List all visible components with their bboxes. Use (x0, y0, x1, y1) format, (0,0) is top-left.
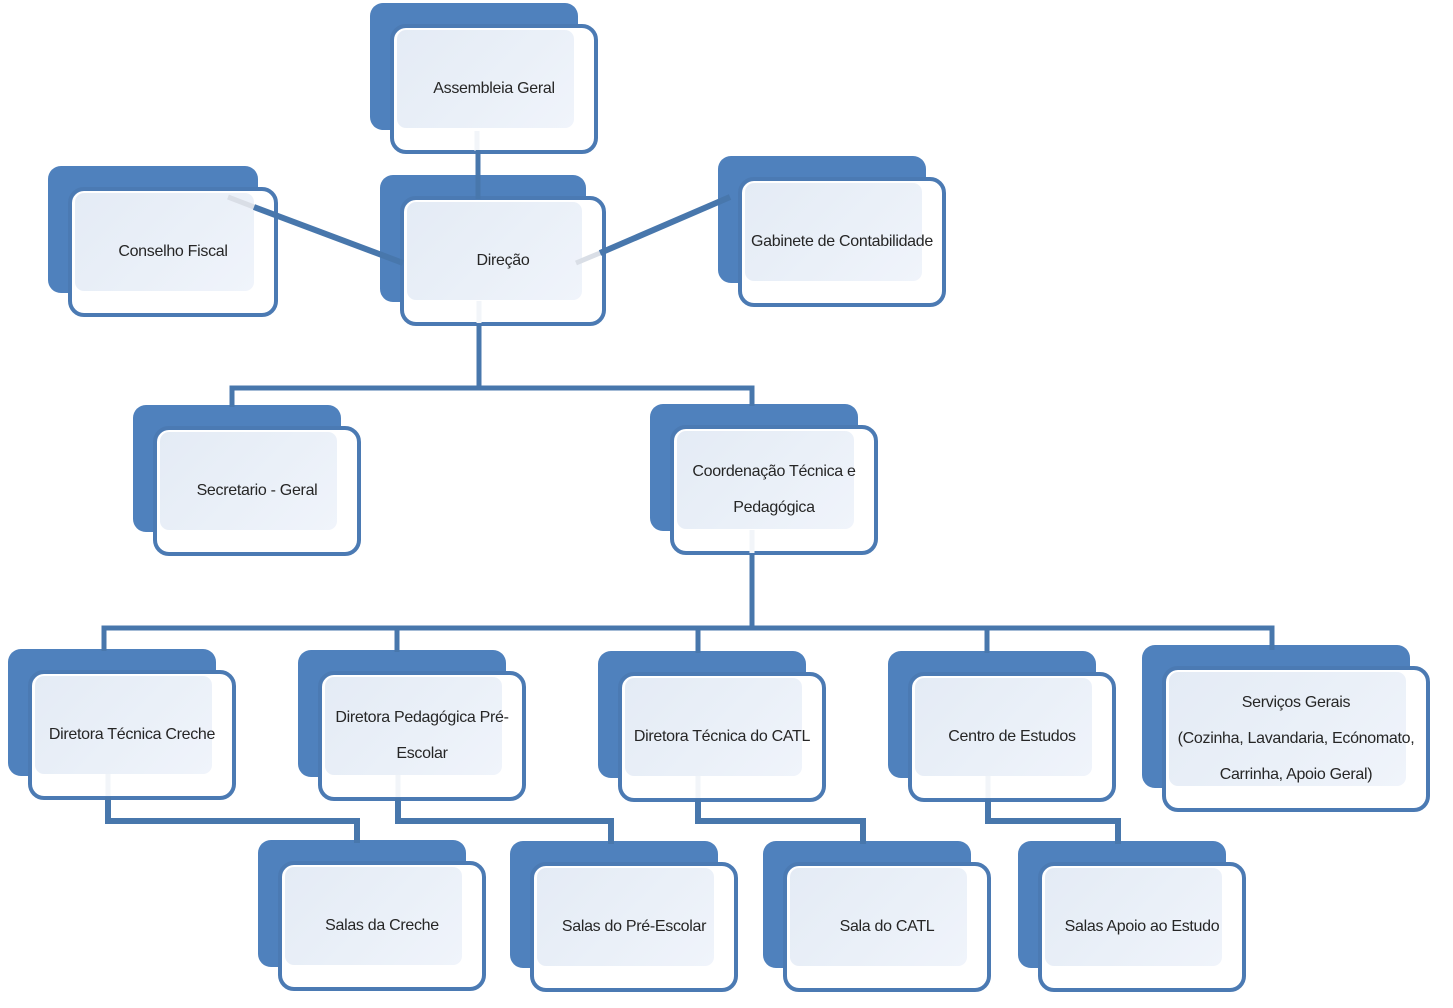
node-box: Sala do CATL (783, 862, 991, 992)
node-label-line: Salas da Creche (325, 917, 439, 934)
node-box: Diretora Técnica Creche (28, 670, 236, 800)
node-box: Direção (400, 196, 606, 326)
node-salas-do-pre-escolar: Salas do Pré-Escolar (510, 841, 738, 992)
node-box: Centro de Estudos (908, 672, 1116, 802)
node-box: Assembleia Geral (390, 24, 598, 154)
node-panel (677, 431, 854, 529)
node-label-line: Escolar (396, 745, 448, 762)
node-panel (915, 678, 1092, 776)
node-centro-de-estudos: Centro de Estudos (888, 651, 1116, 802)
node-label-line: Salas Apoio ao Estudo (1064, 918, 1220, 935)
node-assembleia-geral: Assembleia Geral (370, 3, 598, 154)
node-sala-do-catl: Sala do CATL (763, 841, 991, 992)
node-label: Gabinete de Contabilidade (751, 224, 933, 260)
node-label: Coordenação Técnica e Pedagógica (692, 454, 856, 526)
node-salas-da-creche: Salas da Creche (258, 840, 486, 991)
node-panel (160, 432, 337, 530)
node-label: Salas Apoio ao Estudo (1065, 909, 1220, 945)
diagonal-direcao-gabinete (598, 194, 732, 256)
node-panel (790, 868, 967, 966)
node-box: Coordenação Técnica e Pedagógica (670, 425, 878, 555)
node-box: Gabinete de Contabilidade (738, 177, 946, 307)
node-label: Salas do Pré-Escolar (561, 909, 707, 945)
node-box: Diretora Pedagógica Pré- Escolar (318, 671, 526, 801)
node-gabinete-de-contabilidade: Gabinete de Contabilidade (718, 156, 946, 307)
node-box: Secretario - Geral (153, 426, 361, 556)
node-label-line: Centro de Estudos (948, 728, 1076, 745)
node-label-line: Diretora Pedagógica Pré- (335, 709, 509, 726)
node-panel (325, 677, 502, 775)
node-panel (285, 867, 462, 965)
node-label-line: Sala do CATL (839, 918, 935, 935)
node-panel (537, 868, 714, 966)
node-servicos-gerais: Serviços Gerais (Cozinha, Lavandaria, Ecó… (1142, 645, 1430, 812)
node-label-line: Assembleia Geral (433, 80, 555, 97)
node-label-line: Gabinete de Contabilidade (751, 233, 933, 250)
node-label-line: Conselho Fiscal (118, 243, 228, 260)
node-label-line: Serviços Gerais (1241, 694, 1351, 711)
node-label: Secretario - Geral (197, 473, 318, 509)
elbow-pre-escolar-salas (395, 798, 614, 844)
node-label: Serviços Gerais (Cozinha, Lavandaria, Ecó… (1178, 685, 1415, 793)
node-panel (75, 193, 254, 291)
node-salas-apoio-ao-estudo: Salas Apoio ao Estudo (1018, 841, 1246, 992)
node-label-line: Pedagógica (733, 499, 815, 516)
node-diretora-tecnica-do-catl: Diretora Técnica do CATL (598, 651, 826, 802)
node-panel (1045, 868, 1222, 966)
node-box: Salas Apoio ao Estudo (1038, 862, 1246, 992)
node-box: Serviços Gerais (Cozinha, Lavandaria, Ecó… (1162, 666, 1430, 812)
node-panel (625, 678, 802, 776)
node-label: Sala do CATL (840, 909, 935, 945)
node-label: Diretora Técnica Creche (48, 717, 216, 753)
node-label-line: Direção (476, 252, 530, 269)
node-label-line: Diretora Técnica Creche (48, 726, 216, 743)
node-diretora-tecnica-creche: Diretora Técnica Creche (8, 649, 236, 800)
node-secretario-geral: Secretario - Geral (133, 405, 361, 556)
node-box: Conselho Fiscal (68, 187, 278, 317)
node-label-line: (Cozinha, Lavandaria, Ecónomato, (1177, 730, 1415, 747)
node-label-line: Secretario - Geral (196, 482, 318, 499)
node-label-line: Coordenação Técnica e (692, 463, 856, 480)
node-direcao: Direção (380, 175, 606, 326)
node-label: Centro de Estudos (948, 719, 1076, 755)
node-label-line: Diretora Técnica do CATL (633, 728, 811, 745)
node-coordenacao-tecnica-e-pedagogica: Coordenação Técnica e Pedagógica (650, 404, 878, 555)
node-panel (35, 676, 212, 774)
node-label: Conselho Fiscal (118, 234, 228, 270)
node-box: Diretora Técnica do CATL (618, 672, 826, 802)
node-diretora-pedagogica-pre-escolar: Diretora Pedagógica Pré- Escolar (298, 650, 526, 801)
rail-coordenacao-children (101, 625, 1275, 651)
node-label: Diretora Técnica do CATL (633, 719, 811, 755)
node-label: Diretora Pedagógica Pré- Escolar (335, 700, 509, 772)
node-panel (1169, 672, 1406, 786)
node-panel (397, 30, 574, 128)
node-label: Direção (476, 243, 529, 279)
node-panel (407, 202, 582, 300)
elbow-catl-sala (695, 799, 866, 844)
elbow-estudos-salas (985, 799, 1121, 844)
node-box: Salas da Creche (278, 861, 486, 991)
node-label-line: Carrinha, Apoio Geral) (1219, 766, 1373, 783)
node-conselho-fiscal: Conselho Fiscal (48, 166, 278, 317)
node-panel (745, 183, 922, 281)
node-label-line: Salas do Pré-Escolar (561, 918, 707, 935)
elbow-creche-salas (105, 797, 360, 843)
node-label: Assembleia Geral (433, 71, 555, 107)
node-label: Salas da Creche (325, 908, 439, 944)
node-box: Salas do Pré-Escolar (530, 862, 738, 992)
